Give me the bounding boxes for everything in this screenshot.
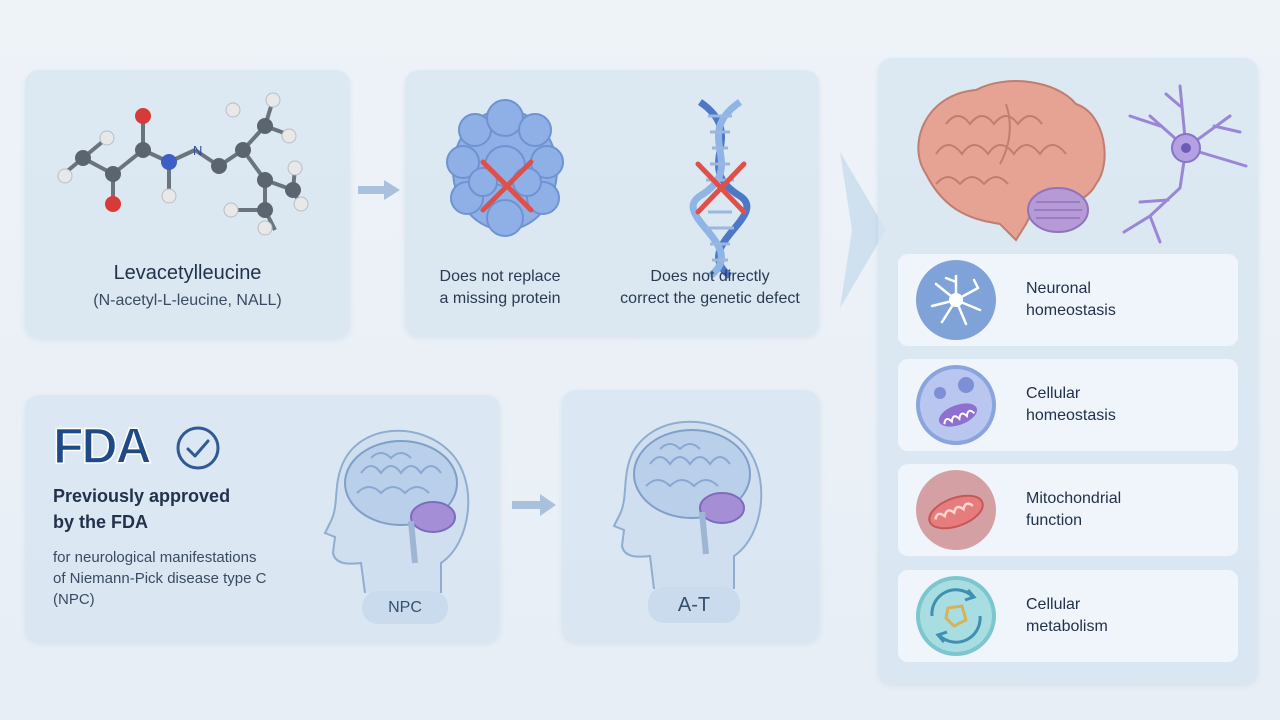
carbon-atom [257,118,273,134]
fda-description: for neurological manifestations of Niema… [53,547,313,610]
hydrogen-atom [257,220,273,236]
dna-icon [689,99,751,279]
at-panel: A-T [562,390,820,642]
effect-card-neuronal: Neuronal homeostasis [898,254,1238,346]
effects-panel: Neuronal homeostasis Cellular homeostasi… [878,58,1258,684]
neuron-icon [916,260,996,340]
check-circle-icon [176,426,220,470]
effect-label-line1: Mitochondrial [1026,490,1122,507]
mechanism-panel: Does not replace a missing protein Does … [405,70,819,336]
oxygen-atom [105,196,121,212]
mitochondria-icon [916,470,996,550]
neuron-icon [1122,84,1248,244]
carbon-atom [257,172,273,188]
effect-card-metabolism: Cellular metabolism [898,570,1238,662]
effect-label-line2: function [1026,512,1083,529]
npc-badge: NPC [362,591,448,624]
protein-label-line2: a missing protein [439,290,561,307]
hydrogen-atom [265,92,281,108]
fda-panel: FDA Previously approved by the FDA for n… [25,395,500,642]
effect-label: Cellular metabolism [1026,594,1108,638]
oxygen-atom [135,108,151,124]
carbon-atom [75,150,91,166]
effect-card-mitochondrial: Mitochondrial function [898,464,1238,556]
gene-label-line2: correct the genetic defect [620,290,800,307]
drug-subtitle: (N-acetyl-L-leucine, NALL) [93,292,282,309]
carbon-atom [135,142,151,158]
effect-label: Cellular homeostasis [1026,383,1116,427]
effect-label: Mitochondrial function [1026,488,1121,532]
hydrogen-atom [223,202,239,218]
effect-label-line2: metabolism [1026,618,1108,635]
carbon-atom [285,182,301,198]
hydrogen-atom [281,128,297,144]
svg-text:FDA: FDA [53,419,151,467]
protein-label: Does not replace a missing protein [405,266,595,310]
fda-desc-line3: (NPC) [53,591,95,608]
cross-icon [480,159,534,213]
protein-label-line1: Does not replace [439,268,561,285]
head-brain-icon [612,420,763,590]
arrow-right-icon [512,494,556,516]
gene-label-line1: Does not directly [650,268,770,285]
brain-icon [917,80,1106,242]
carbon-atom [257,202,273,218]
hydrogen-atom [57,168,73,184]
effect-label: Neuronal homeostasis [1026,278,1116,322]
nitrogen-atom [161,154,177,170]
effect-label-line1: Neuronal [1026,280,1091,297]
drug-name: Levacetylleucine [113,262,262,284]
effect-label-line1: Cellular [1026,385,1081,402]
protein-icon [446,99,564,237]
effect-label-line2: homeostasis [1026,407,1116,424]
arrow-right-icon [358,180,400,200]
carbon-atom [105,166,121,182]
effect-label-line1: Cellular [1026,596,1081,613]
hydrogen-atom [161,188,177,204]
fda-title-line2: by the FDA [53,512,149,532]
at-badge: A-T [648,587,740,623]
carbon-atom [211,158,227,174]
hydrogen-atom [293,196,309,212]
carbon-atom [235,142,251,158]
hydrogen-atom [287,160,303,176]
molecule-panel: N Levacetylleucine (N-acetyl-L-leucine, … [25,70,350,338]
gene-label: Does not directly correct the genetic de… [605,266,815,310]
hydrogen-atom [225,102,241,118]
fda-approval-title: Previously approved by the FDA [53,483,230,535]
cell-icon [916,365,996,445]
molecule-structure-icon: N [57,92,309,236]
fda-logo: FDA [53,419,153,467]
fda-desc-line2: of Niemann-Pick disease type C [53,570,267,587]
cross-icon [695,161,747,215]
chevron-right-icon [840,152,886,308]
fda-desc-line1: for neurological manifestations [53,549,257,566]
effect-card-cellular-homeostasis: Cellular homeostasis [898,359,1238,451]
hydrogen-atom [99,130,115,146]
effect-label-line2: homeostasis [1026,302,1116,319]
fda-title-line1: Previously approved [53,486,231,506]
head-brain-icon [323,429,470,594]
metabolism-cycle-icon [916,576,996,656]
nitrogen-label: N [193,143,202,158]
